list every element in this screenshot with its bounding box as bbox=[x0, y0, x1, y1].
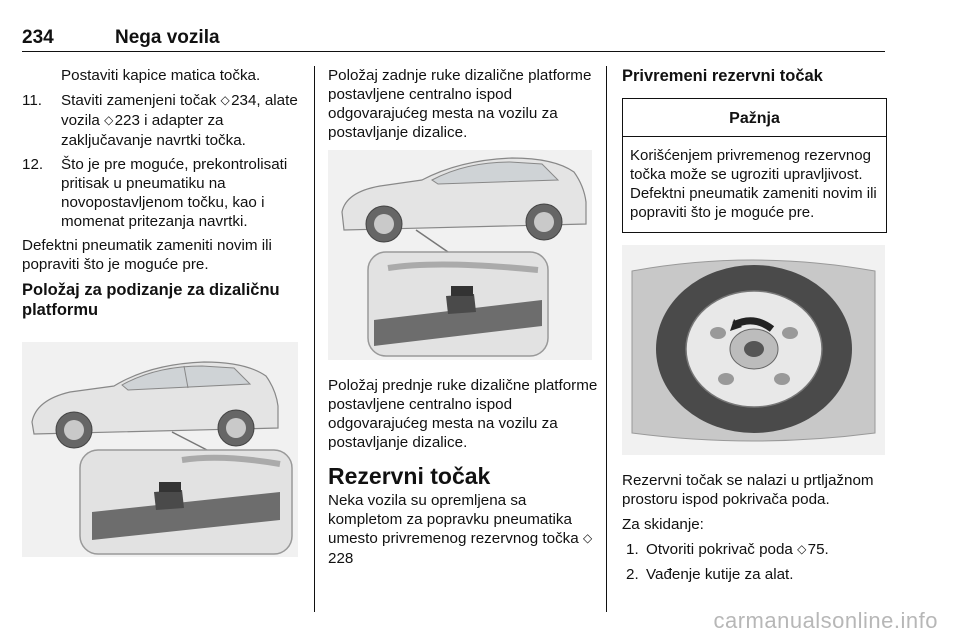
spare-wheel-figure bbox=[622, 245, 885, 455]
column-left: Postaviti kapice matica točka. 11. Stavi… bbox=[22, 66, 302, 557]
removal-label: Za skidanje: bbox=[622, 516, 704, 533]
xref-icon: ◇ bbox=[582, 531, 593, 545]
caution-title: Pažnja bbox=[623, 99, 886, 137]
step-number: 12. bbox=[22, 156, 44, 173]
subheading: Položaj za podizanje za dizaličnu platfo… bbox=[22, 281, 280, 319]
removal-steps: 1. Otvoriti pokrivač poda ◇ 75. 2. Vađen… bbox=[622, 540, 887, 584]
column-divider-left bbox=[314, 66, 315, 612]
lift-figure-rear bbox=[328, 150, 592, 360]
xref-icon: ◇ bbox=[104, 113, 114, 127]
front-caption: Položaj prednje ruke dizalične platforme… bbox=[328, 377, 598, 451]
step-text: Otvoriti pokrivač poda ◇ 75. bbox=[646, 541, 829, 558]
chapter-title: Rezervni točak bbox=[328, 463, 491, 489]
section-title: Nega vozila bbox=[115, 27, 220, 48]
step-item: 12. Što je pre moguće, prekontrolisati p… bbox=[22, 155, 302, 231]
lift-figure-front bbox=[22, 342, 298, 557]
chapter-body: Neka vozila su opremljena sa kompletom z… bbox=[328, 492, 593, 567]
step-text: Što je pre moguće, prekontrolisati priti… bbox=[61, 156, 288, 230]
location-text: Rezervni točak se nalazi u prtljažnom pr… bbox=[622, 472, 874, 508]
step-number: 11. bbox=[22, 92, 42, 109]
rear-caption: Položaj zadnje ruke dizalične platforme … bbox=[328, 67, 592, 141]
step-text: Vađenje kutije za alat. bbox=[646, 566, 794, 583]
xref-link[interactable]: 228 bbox=[328, 550, 354, 567]
xref-link[interactable]: 75. bbox=[807, 541, 829, 558]
note-text: Defektni pneumatik zameniti novim ili po… bbox=[22, 237, 272, 273]
xref-icon: ◇ bbox=[797, 542, 807, 556]
step-number: 2. bbox=[626, 566, 639, 583]
caution-box: Pažnja Korišćenjem privremenog rezervnog… bbox=[622, 98, 887, 233]
caution-text: Korišćenjem privremenog rezervnog točka … bbox=[630, 147, 877, 221]
xref-icon: ◇ bbox=[220, 93, 230, 107]
step-item: 1. Otvoriti pokrivač poda ◇ 75. bbox=[622, 540, 887, 560]
column-middle: Položaj zadnje ruke dizalične platforme … bbox=[328, 66, 598, 574]
spare-wheel-heading: Privremeni rezervni točak bbox=[622, 67, 823, 85]
watermark: carmanualsonline.info bbox=[713, 608, 938, 633]
step-item: 11. Staviti zamenjeni točak ◇ 234, alate… bbox=[22, 91, 302, 150]
step-text: Staviti zamenjeni točak ◇ 234, alate voz… bbox=[61, 92, 298, 149]
intro-text: Postaviti kapice matica točka. bbox=[61, 67, 261, 84]
xref-link[interactable]: 223 i adapter za zaključavanje navrtki t… bbox=[61, 112, 246, 149]
xref-link[interactable]: 234, bbox=[231, 92, 261, 109]
step-number: 1. bbox=[626, 541, 639, 558]
column-divider-right bbox=[606, 66, 607, 612]
page-header: 234 Nega vozila bbox=[22, 18, 885, 52]
step-item: 2. Vađenje kutije za alat. bbox=[622, 565, 887, 584]
column-right: Privremeni rezervni točak Pažnja Korišće… bbox=[622, 66, 887, 589]
page-number: 234 bbox=[22, 27, 54, 48]
